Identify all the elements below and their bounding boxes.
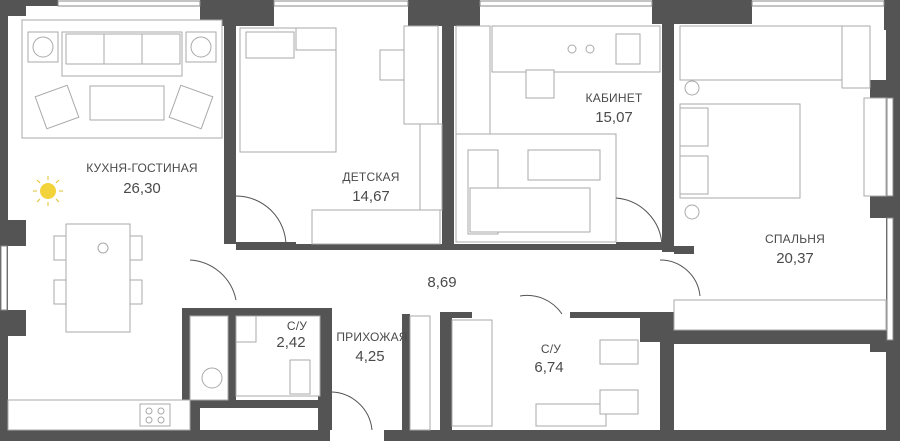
sun-icon	[33, 176, 63, 206]
room-area-bathroom: 6,74	[534, 359, 563, 376]
room-area-hall: 8,69	[427, 274, 456, 291]
room-name-bedroom: СПАЛЬНЯ	[765, 232, 825, 246]
room-area-kitchen-living: 26,30	[123, 180, 161, 197]
room-name-study: КАБИНЕТ	[586, 91, 643, 105]
room-name-wc-small: С/У	[287, 319, 307, 333]
windows	[0, 0, 894, 341]
room-area-entrance: 4,25	[355, 348, 384, 365]
study-furniture	[455, 25, 661, 243]
room-name-entrance: ПРИХОЖАЯ	[336, 330, 407, 344]
room-area-wc-small: 2,42	[276, 334, 305, 351]
room-area-bedroom: 20,37	[776, 250, 814, 267]
bathroom-furniture	[235, 315, 639, 431]
room-area-kids: 14,67	[352, 188, 390, 205]
kids-furniture	[239, 25, 443, 245]
room-area-study: 15,07	[595, 109, 633, 126]
room-name-kitchen-living: КУХНЯ-ГОСТИНАЯ	[86, 161, 198, 175]
kitchen-living-furniture	[7, 19, 229, 431]
room-labels: КУХНЯ-ГОСТИНАЯ 26,30 ДЕТСКАЯ 14,67 КАБИН…	[86, 91, 825, 376]
room-name-kids: ДЕТСКАЯ	[342, 170, 399, 184]
doors	[189, 195, 701, 431]
bedroom-furniture	[673, 25, 887, 331]
room-name-bathroom: С/У	[541, 342, 561, 356]
